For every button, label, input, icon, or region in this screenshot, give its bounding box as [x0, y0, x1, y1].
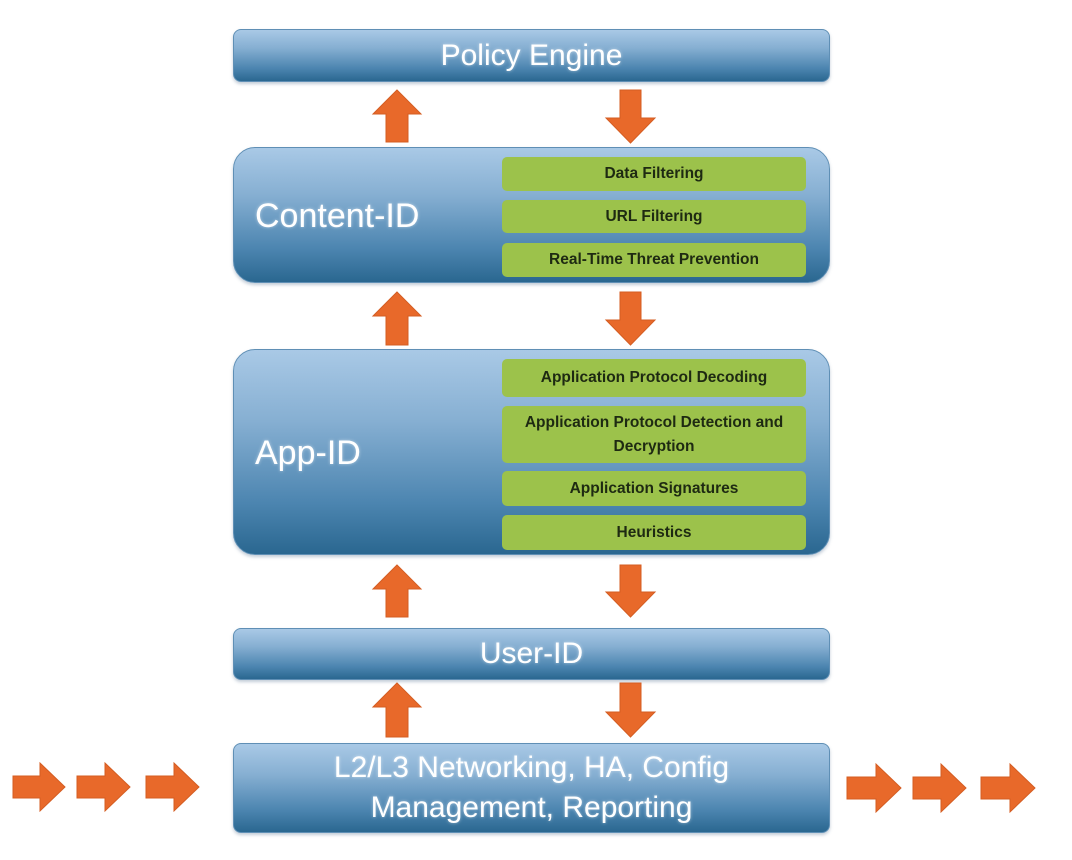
outbound-right-arrow-icon — [980, 762, 1036, 814]
inbound-right-arrow-icon — [76, 761, 131, 813]
outbound-right-arrow-icon — [912, 762, 967, 814]
inbound-right-arrow-icon — [12, 761, 66, 813]
component-app-protocol-detection-decryption: Application Protocol Detection and Decry… — [502, 406, 806, 463]
app-id-layer: App-ID Application Protocol Decoding App… — [233, 349, 830, 555]
networking-label-line1: L2/L3 Networking, HA, Config — [333, 751, 730, 784]
up-arrow-icon — [371, 89, 423, 143]
up-arrow-icon — [371, 682, 423, 738]
policy-engine-label: Policy Engine — [440, 38, 623, 72]
up-arrow-icon — [371, 564, 423, 618]
user-id-label: User-ID — [479, 637, 584, 670]
user-id-layer: User-ID — [233, 628, 830, 680]
component-app-signatures: Application Signatures — [502, 471, 806, 506]
inbound-right-arrow-icon — [145, 761, 200, 813]
content-id-label: Content-ID — [255, 197, 420, 235]
networking-label-line2: Management, Reporting — [370, 791, 693, 824]
app-id-label: App-ID — [255, 434, 361, 472]
policy-engine-layer: Policy Engine — [233, 29, 830, 82]
up-arrow-icon — [371, 291, 423, 346]
down-arrow-icon — [604, 564, 657, 618]
networking-layer: L2/L3 Networking, HA, Config Management,… — [233, 743, 830, 833]
component-heuristics: Heuristics — [502, 515, 806, 550]
down-arrow-icon — [604, 291, 657, 346]
down-arrow-icon — [604, 89, 657, 144]
component-app-protocol-decoding: Application Protocol Decoding — [502, 359, 806, 397]
outbound-right-arrow-icon — [846, 762, 902, 814]
content-id-layer: Content-ID Data Filtering URL Filtering … — [233, 147, 830, 283]
component-data-filtering: Data Filtering — [502, 157, 806, 191]
component-url-filtering: URL Filtering — [502, 200, 806, 233]
down-arrow-icon — [604, 682, 657, 738]
component-real-time-threat-prevention: Real-Time Threat Prevention — [502, 243, 806, 277]
